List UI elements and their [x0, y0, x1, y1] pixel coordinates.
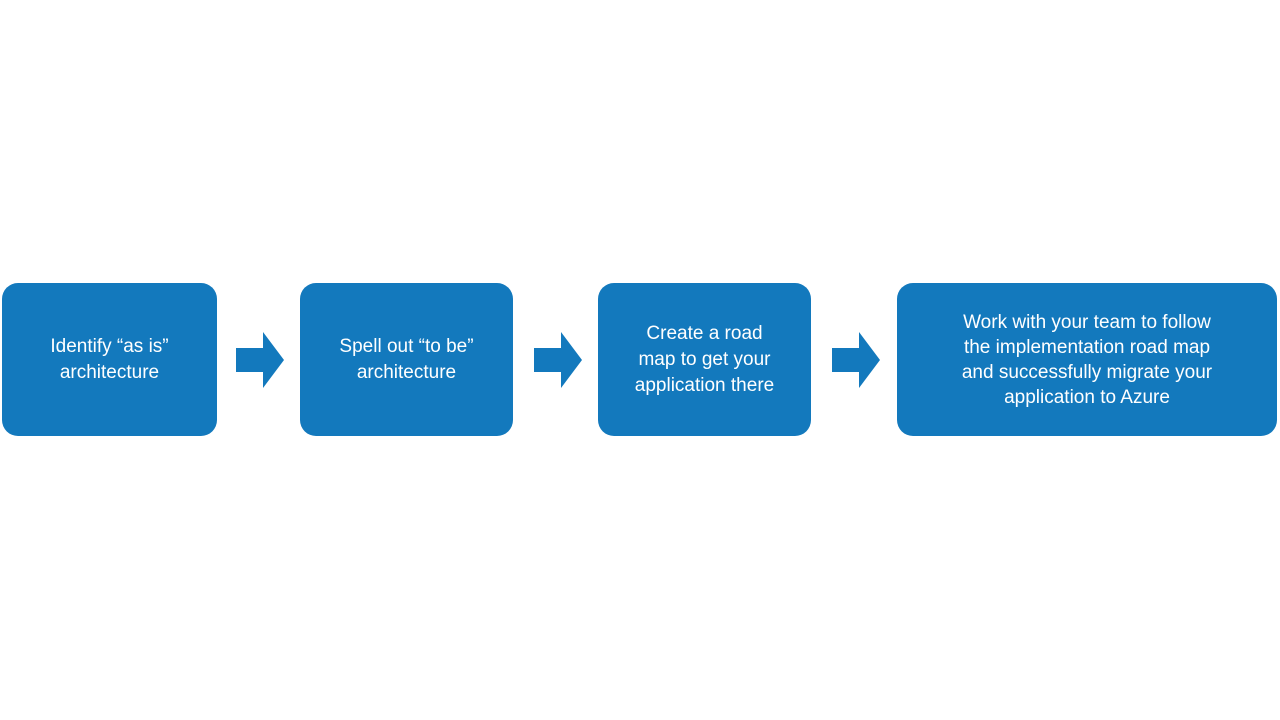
- step-label: Identify “as is” architecture: [50, 335, 169, 383]
- step-label: Work with your team to follow the implem…: [961, 311, 1213, 408]
- flow-arrow-icon: [832, 332, 880, 388]
- step-box-identify-as-is: Identify “as is” architecture: [2, 283, 217, 436]
- flow-arrow-icon: [534, 332, 582, 388]
- flow-arrow-icon: [236, 332, 284, 388]
- step-label: Create a road map to get your applicatio…: [634, 322, 775, 396]
- step-box-spell-out-to-be: Spell out “to be” architecture: [300, 283, 513, 436]
- step-box-create-road-map: Create a road map to get your applicatio…: [598, 283, 811, 436]
- step-box-work-with-team: Work with your team to follow the implem…: [897, 283, 1277, 436]
- step-label: Spell out “to be” architecture: [339, 335, 474, 383]
